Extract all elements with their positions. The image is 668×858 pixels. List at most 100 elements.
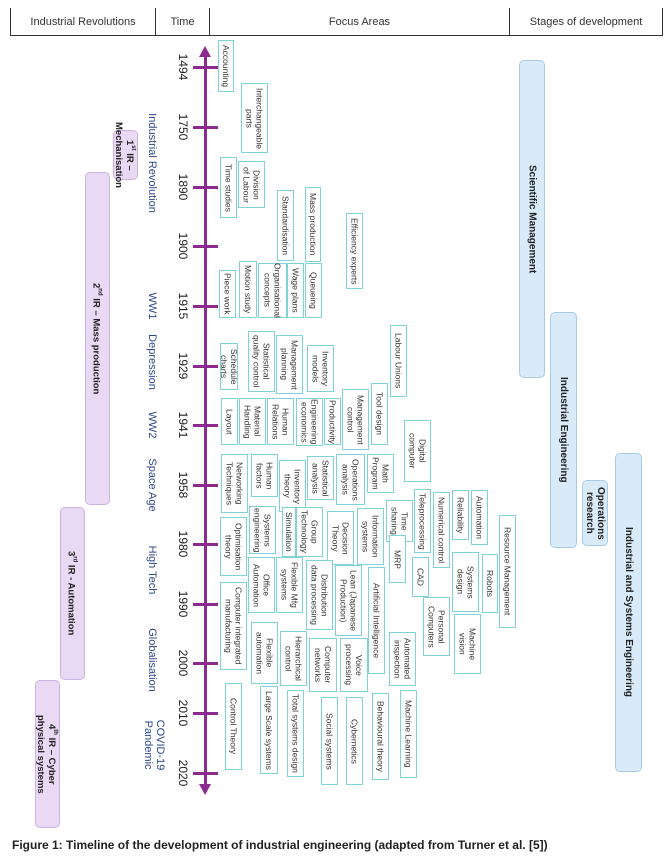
focus-area-layout-label: Layout [224,408,235,435]
focus-area-control-theory: Control Theory [225,683,242,770]
focus-area-interchangeable-parts-label: Interchangeable parts [244,87,265,149]
focus-area-automation-label: Automation [474,496,485,539]
focus-area-group-technology: Group Technology [296,507,323,557]
focus-area-resource-management: Resource Management [499,515,516,628]
focus-area-large-scale-systems-label: Large Scale systems [264,690,274,770]
stage-operations-research-label: Operations research [584,486,606,540]
focus-area-automated-inspection: Automated inspection [389,632,416,686]
focus-area-computer-networks: Computer networks [309,638,337,692]
focus-area-decision-theory: Decision Theory [327,511,354,565]
header-label: Industrial Revolutions [30,15,136,28]
industrial-revolution-3: 3rd IR - Automation [60,507,85,680]
timeline-axis [204,56,207,784]
focus-area-cad: CAD [412,557,429,597]
focus-area-machine-vision-label: Machine vision [457,627,478,661]
focus-area-inventory-theory-label: Inventory theory [282,468,303,504]
focus-area-optimisation-theory: Optimisation theory [220,517,247,576]
year-label: 1958 [176,471,190,499]
stage-industrial-engineering-label: Industrial Engineering [558,377,569,483]
focus-area-computer-networks-label: Computer networks [313,646,333,684]
year-label: 2020 [176,759,190,787]
focus-area-office-automation: Office Automation [248,557,275,613]
timeline-tick [193,603,218,606]
revolution-subtitle: Mechanisation [112,122,124,188]
focus-area-accounting-label: Accounting [221,44,231,88]
timeline-arrow-up-icon [199,46,211,57]
revolution-ordinal: st [130,144,137,151]
focus-area-organisational-concepts-label: Organisational concepts [262,263,283,318]
era-label: Depression [146,334,158,390]
year-label: 1990 [176,590,190,618]
focus-area-voice-processing-label: Voice processing [344,644,364,686]
focus-area-lean-japanese-production-label: Lean (Japanese Production) [338,570,359,631]
focus-area-productivity-label: Productivity [327,399,338,444]
stage-scientific-management-label: Scientific Management [526,164,538,274]
timeline-tick [193,484,218,487]
focus-area-flexible-mfg-systems: Flexible Mfg systems [276,557,303,613]
focus-area-voice-processing: Voice processing [340,638,368,692]
focus-area-management-control: Management control [342,389,369,450]
timeline-tick [193,305,218,308]
header-label: Stages of development [529,15,643,28]
focus-area-teleprocessing-label: Teleprocessing [417,492,428,550]
focus-area-motion-study: Motion study [239,261,257,318]
focus-area-math-program-label: Math Program [370,457,391,490]
era-label: High Tech [146,545,158,595]
focus-area-simulation-label: Simulation [284,512,294,552]
focus-area-labour-unions: Labour Unions [390,325,407,397]
year-label: 1890 [176,173,190,201]
timeline-arrow-down-icon [199,784,211,795]
focus-area-hierarchical-control: Hierarchical control [280,631,307,686]
focus-area-layout: Layout [221,398,238,445]
focus-area-piece-work: Piece work [219,270,236,318]
era-label: Space Age [146,458,158,512]
focus-area-information-systems-label: Information systems [360,515,381,558]
focus-area-mrp: MRP [389,535,406,583]
year-label: 1929 [176,352,190,380]
header-focus-areas: Focus Areas [209,8,509,36]
focus-area-control-theory-label: Control Theory [228,698,239,755]
focus-area-digital-computer: Digital computer [404,420,431,482]
focus-area-distribution-data-processing-label: Distribution data processing [309,564,330,625]
focus-area-computer-integrated-manufacturing: Computer integrated manufacturing [220,582,247,670]
focus-area-productivity: Productivity [324,398,341,445]
era-label: WW1 [146,292,158,320]
focus-area-wage-plans: Wage plans [287,263,304,318]
focus-area-office-automation-label: Office Automation [251,563,272,607]
revolution-number: 3 [65,551,77,557]
focus-area-automation: Automation [471,490,488,545]
revolution-ordinal: rd [71,556,78,563]
focus-area-robots: Robots [482,554,498,613]
year-label: 1941 [176,411,190,439]
focus-area-flexible-automation-label: Flexible automation [254,631,275,675]
focus-area-time-studies: Time studies [220,157,237,218]
timeline-tick [193,772,218,775]
focus-area-wage-plans-label: Wage plans [290,268,301,313]
focus-area-machine-learning-label: Machine Learning [403,700,414,768]
year-label: 2000 [176,649,190,677]
focus-area-statistical-quality-control: Statistical quality control [248,331,275,392]
revolution-number: 4 [45,723,57,729]
focus-area-personal-computers-label: Personal Computers [426,605,447,648]
focus-area-division-of-labour: Division of Labour [238,161,265,208]
revolution-title: IR – Cyber [45,734,57,785]
focus-area-decision-theory-label: Decision Theory [330,521,351,555]
focus-area-math-program: Math Program [367,454,394,493]
revolution-title: IR – [123,150,135,171]
era-label: WW2 [146,411,158,439]
focus-area-reliability: Reliability [452,490,469,540]
focus-area-cad-label: CAD [415,568,426,586]
focus-area-robots-label: Robots [485,570,495,597]
focus-area-numerical-control: Numerical control [433,492,450,568]
focus-area-behavioural-theory: Behavioural theory [372,693,389,780]
revolution-label: 2nd IR – Mass production [90,283,104,394]
industrial-revolution-2: 2nd IR – Mass production [85,172,110,505]
revolution-label: 3rd IR - Automation [65,551,79,635]
header-time: Time [155,8,209,36]
timeline-tick [193,126,218,129]
revolution-label: 1st IR –Mechanisation [113,122,138,188]
focus-area-human-factors: Human factors [251,454,278,497]
focus-area-computer-integrated-manufacturing-label: Computer integrated manufacturing [223,587,244,665]
focus-area-digital-computer-label: Digital computer [407,433,428,469]
